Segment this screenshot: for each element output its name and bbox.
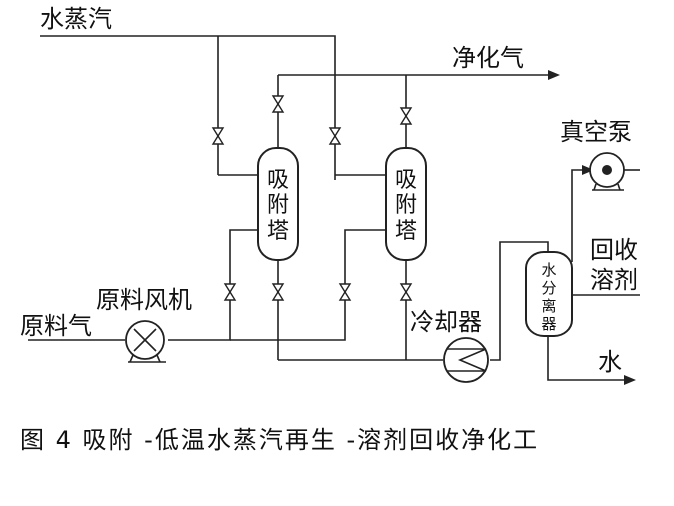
valve-feed-tower2 [338, 283, 352, 301]
separator-to-vacuum-line [571, 169, 590, 262]
feed-fan-icon [125, 320, 166, 363]
valves [211, 95, 413, 301]
valve-steam-tower2 [328, 127, 342, 145]
tower2-char-1: 吸 [395, 168, 417, 193]
vacuum-pump-icon [589, 152, 625, 191]
recovered-solvent-label-1: 回收 [590, 236, 638, 264]
water-outlet-arrow [624, 375, 636, 385]
valve-tower1-top [271, 95, 285, 113]
separator-char-3: 离 [541, 297, 556, 315]
figure-caption: 图 4 吸附 -低温水蒸汽再生 -溶剂回收净化工 [20, 426, 539, 454]
separator-char-2: 分 [541, 279, 556, 297]
tower2-char-3: 塔 [395, 219, 417, 244]
condenser-label: 冷却器 [410, 308, 482, 336]
valve-steam-tower1 [211, 127, 225, 145]
water-label: 水 [598, 348, 622, 376]
recovered-solvent-label-2: 溶剂 [590, 266, 638, 294]
valve-tower2-bottom [399, 283, 413, 301]
adsorption-tower-1: 吸 附 塔 [257, 147, 299, 261]
steam-label: 水蒸汽 [40, 5, 112, 33]
feed-to-tower2-line [230, 229, 386, 341]
clean-gas-label: 净化气 [452, 44, 524, 72]
feed-gas-label: 原料气 [20, 312, 92, 340]
separator-char-4: 器 [541, 315, 556, 333]
vacuum-pump-label: 真空泵 [560, 118, 632, 146]
separator-char-1: 水 [541, 261, 556, 279]
tower1-char-3: 塔 [267, 219, 289, 244]
adsorption-tower-2: 吸 附 塔 [385, 147, 427, 261]
tower1-char-1: 吸 [267, 168, 289, 193]
fan-discharge-line [168, 229, 258, 341]
clean-gas-arrow [548, 70, 560, 80]
feed-fan-label: 原料风机 [96, 286, 192, 314]
water-outlet-line [547, 330, 632, 381]
valve-tower2-top [399, 107, 413, 125]
tower1-char-2: 附 [267, 193, 289, 218]
water-separator: 水 分 离 器 [525, 251, 573, 337]
valve-tower1-bottom [271, 283, 285, 301]
tower2-char-2: 附 [395, 193, 417, 218]
vacuum-line-arrow [582, 165, 594, 175]
condenser-icon [443, 337, 489, 383]
pipelines [28, 35, 640, 385]
condenser-to-separator-line [490, 241, 549, 361]
valve-feed-tower1 [223, 283, 237, 301]
